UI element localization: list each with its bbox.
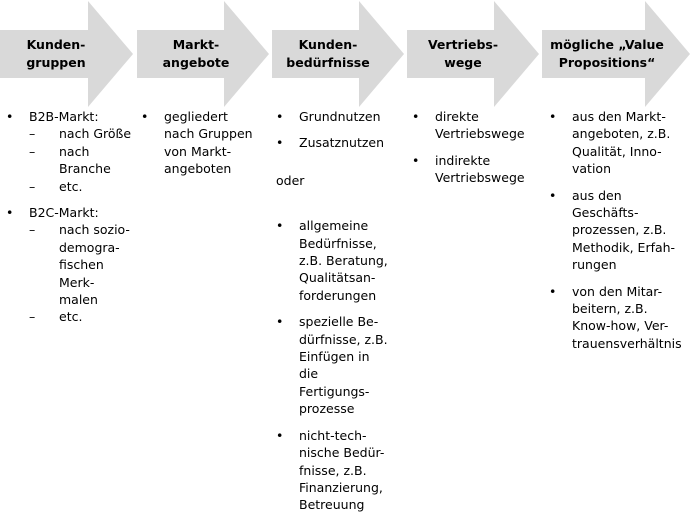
sub-list-item: nach Größe [29, 125, 136, 143]
list-item: von den Mitar- beitern, z.B. Know-how, V… [549, 283, 689, 353]
sub-list: nach Größe nach Branche etc. [29, 125, 136, 195]
sub-list-item: etc. [29, 178, 136, 196]
header-kundenbeduerfnisse: Kunden- bedürfnisse [286, 37, 370, 70]
column-value-propositions: aus den Markt- angeboten, z.B. Qualität,… [549, 108, 689, 361]
column-marktangebote: gegliedert nach Gruppen von Markt- angeb… [141, 108, 271, 187]
process-arrows [0, 1, 690, 107]
list-item: Zusatznutzen [276, 134, 406, 152]
sub-list-item: nach Branche [29, 143, 136, 178]
sub-list-item: nach sozio- demogra- fischen Merk- malen [29, 221, 136, 308]
list-item: aus den Geschäfts- prozessen, z.B. Metho… [549, 187, 689, 274]
column-vertriebswege: direkte Vertriebswege indirekte Vertrieb… [412, 108, 542, 196]
list-item: nicht-tech- nische Bedür- fnisse, z.B. F… [276, 427, 406, 514]
column-kundengruppen: B2B-Markt: nach Größe nach Branche etc. … [6, 108, 136, 335]
list-item: indirekte Vertriebswege [412, 152, 542, 187]
list-item: B2C-Markt: nach sozio- demogra- fischen … [6, 204, 136, 326]
list-connector: oder [276, 172, 305, 188]
arrow-shape-4 [407, 1, 539, 107]
header-value-propositions: mögliche „Value Propositions“ [550, 37, 664, 70]
arrow-shape-1 [0, 1, 133, 107]
list-item: aus den Markt- angeboten, z.B. Qualität,… [549, 108, 689, 178]
list-item: direkte Vertriebswege [412, 108, 542, 143]
list-item: Grundnutzen [276, 108, 406, 126]
arrow-shape-3 [272, 1, 404, 107]
arrow-shape-2 [137, 1, 269, 107]
list-item: allgemeine Bedürfnisse, z.B. Beratung, Q… [276, 217, 406, 304]
arrow-shape-5 [542, 1, 690, 107]
list-item: spezielle Be- dürfnisse, z.B. Einfügen i… [276, 313, 406, 417]
header-marktangebote: Markt- angebote [162, 37, 230, 70]
header-kundengruppen: Kunden- gruppen [26, 37, 86, 70]
sub-list: nach sozio- demogra- fischen Merk- malen… [29, 221, 136, 326]
header-vertriebswege: Vertriebs- wege [427, 37, 499, 70]
column-kundenbeduerfnisse: Grundnutzen Zusatznutzen oder allgemeine… [276, 108, 406, 523]
sub-list-item: etc. [29, 308, 136, 326]
list-item: gegliedert nach Gruppen von Markt- angeb… [141, 108, 271, 178]
list-item: B2B-Markt: nach Größe nach Branche etc. [6, 108, 136, 195]
